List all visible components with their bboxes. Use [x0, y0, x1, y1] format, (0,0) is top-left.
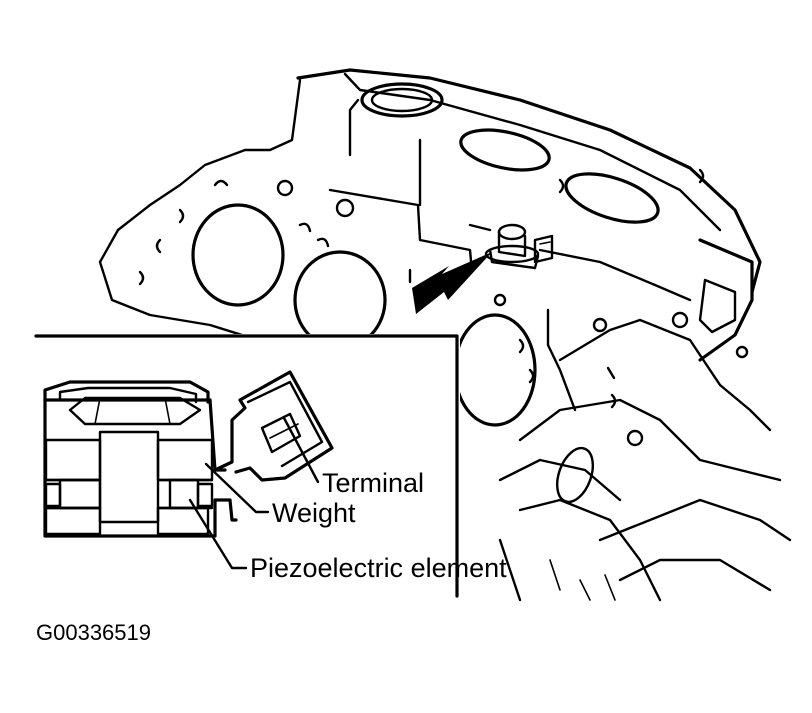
- weight-label: Weight: [272, 498, 356, 528]
- piezo-leader: [188, 498, 248, 570]
- terminal-leader: [282, 416, 320, 484]
- figure-id: G00336519: [36, 620, 151, 645]
- knock-sensor-on-block: [484, 223, 554, 270]
- piezoelectric-element-label: Piezoelectric element: [250, 553, 507, 583]
- inset-panel: Terminal Weight Piezoelectric element: [34, 334, 507, 598]
- pointer-arrow: [412, 252, 492, 314]
- weight-leader: [204, 462, 270, 514]
- terminal-label: Terminal: [322, 468, 424, 498]
